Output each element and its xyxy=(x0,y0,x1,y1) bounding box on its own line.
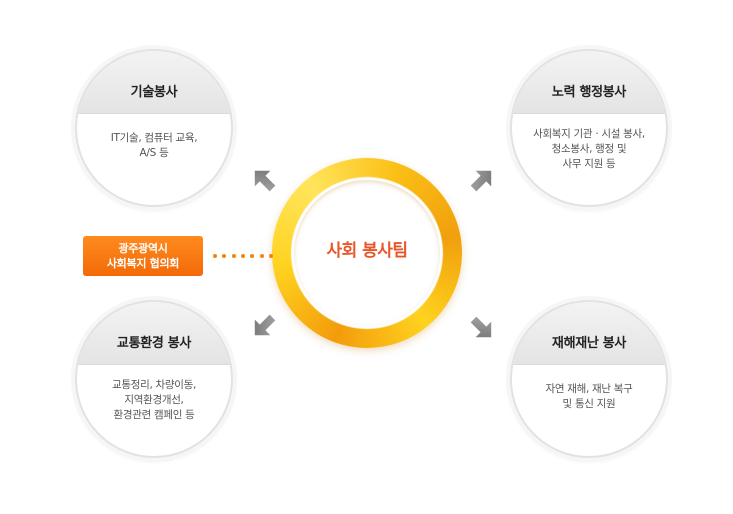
disaster-service-desc: 자연 재해, 재난 복구 및 통신 지원 xyxy=(545,383,633,410)
tech-service-desc: IT기술, 컴퓨터 교육, A/S 등 xyxy=(110,132,198,159)
traffic-service-title: 교통환경 봉사 xyxy=(116,336,192,351)
center-label: 사회 봉사팀 xyxy=(326,241,408,261)
labor-service-bubble: 노력 행정봉사 사회복지 기관 · 시설 봉사, 청소봉사, 행정 및 사무 지… xyxy=(510,49,668,207)
labor-service-title: 노력 행정봉사 xyxy=(551,85,627,100)
traffic-service-desc: 교통정리, 차량이동, 지역환경개선, 환경관련 캠페인 등 xyxy=(112,379,196,421)
connector-dot xyxy=(213,254,217,258)
connector-dot xyxy=(240,254,245,258)
connector-dot xyxy=(231,254,236,258)
center-ring xyxy=(272,158,462,348)
connector-dot xyxy=(259,254,264,258)
disaster-service-bubble: 재해재난 봉사 자연 재해, 재난 복구 및 통신 지원 xyxy=(510,300,668,458)
connector-dot xyxy=(268,254,273,258)
labor-service-desc: 사회복지 기관 · 시설 봉사, 청소봉사, 행정 및 사무 지원 등 xyxy=(533,128,645,170)
bubble-header xyxy=(77,51,231,114)
arrow-down-right-icon xyxy=(470,316,492,338)
connector-dot xyxy=(250,254,255,258)
disaster-service-title: 재해재난 봉사 xyxy=(551,336,627,351)
traffic-service-bubble: 교통환경 봉사 교통정리, 차량이동, 지역환경개선, 환경관련 캠페인 등 xyxy=(75,300,233,458)
org-box: 광주광역시 사회복지 협의회 xyxy=(83,236,203,276)
bubble-header xyxy=(512,51,666,114)
tech-service-bubble: 기술봉사 IT기술, 컴퓨터 교육, A/S 등 xyxy=(75,49,233,207)
org-label: 광주광역시 사회복지 협의회 xyxy=(106,242,180,270)
tech-service-title: 기술봉사 xyxy=(130,85,178,100)
bubble-header xyxy=(77,302,231,365)
bubble-header xyxy=(512,302,666,365)
arrow-down-left-icon xyxy=(254,314,276,336)
arrow-up-left-icon xyxy=(254,170,276,192)
arrow-up-right-icon xyxy=(470,170,492,192)
center-ring-inner xyxy=(294,180,440,326)
connector-dot xyxy=(222,254,227,258)
dotted-connector xyxy=(213,254,273,260)
